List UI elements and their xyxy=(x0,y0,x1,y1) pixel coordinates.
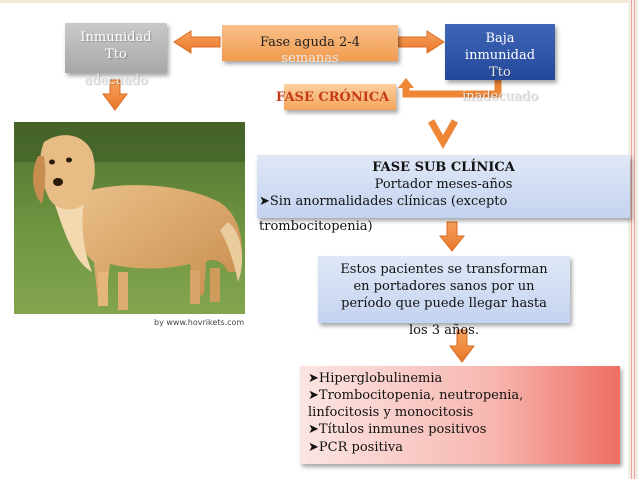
subclinica-line2: Portador meses-años xyxy=(374,177,513,193)
subclinica-bullet: Sin anormalidades clínicas (excepto xyxy=(269,194,508,210)
baja-line3: Tto xyxy=(489,65,511,81)
portadores-box: Estos pacientes se transforman en portad… xyxy=(318,256,570,323)
signos-item-3-text: Títulos inmunes positivos xyxy=(318,422,487,438)
arrow-subclinica-down xyxy=(438,221,466,252)
subclinica-overflow: trombocitopenia) xyxy=(259,218,459,236)
subclinica-title: FASE SUB CLÍNICA xyxy=(372,160,515,175)
arrow-baja-to-cronica xyxy=(402,72,502,98)
signos-item-2-cont: linfocitosis y monocitosis xyxy=(308,405,474,421)
photo-credit: by www.hovrikets.com xyxy=(154,318,245,327)
portadores-overflow: los 3 años. xyxy=(318,322,570,340)
subclinica-bullet-row: ➤Sin anormalidades clínicas (excepto xyxy=(257,193,630,210)
baja-overflow: inadecuado xyxy=(445,88,555,106)
arrowhead-bullet-icon: ➤ xyxy=(308,439,319,455)
inmunidad-box: Inmunidad Tto xyxy=(65,23,167,73)
slide-right-edge xyxy=(628,0,638,479)
signos-item-2: ➤Trombocitopenia, neutropenia, xyxy=(308,387,614,404)
dog-image xyxy=(14,122,245,332)
fase-subclinica-box: FASE SUB CLÍNICA Portador meses-años ➤Si… xyxy=(257,155,630,218)
golden-retriever-photo: by www.hovrikets.com xyxy=(14,122,245,332)
fase-cronica-label: FASE CRÓNICA xyxy=(276,89,389,106)
arrowhead-bullet-icon: ➤ xyxy=(259,194,270,210)
arrowhead-bullet-icon: ➤ xyxy=(308,388,319,404)
arrow-to-baja xyxy=(397,30,445,54)
portadores-line2: en portadores sanos por un xyxy=(353,279,535,295)
signos-item-1-text: Hiperglobulinemia xyxy=(318,371,443,386)
fase-aguda-line1: Fase aguda 2-4 xyxy=(260,35,360,50)
portadores-line3: período que puede llegar hasta xyxy=(341,296,547,312)
portadores-line4: los 3 años. xyxy=(409,323,479,338)
photo-credit-bar: by www.hovrikets.com xyxy=(14,314,245,332)
inmunidad-line1: Inmunidad xyxy=(80,30,152,45)
arrow-chevron-down xyxy=(427,119,459,150)
fase-aguda-box: Fase aguda 2-4 semanas xyxy=(222,25,398,66)
signos-box: ➤Hiperglobulinemia ➤Trombocitopenia, neu… xyxy=(300,366,620,464)
inmunidad-line2: Tto xyxy=(105,47,127,63)
signos-item-4: ➤PCR positiva xyxy=(308,439,614,456)
arrow-portadores-down xyxy=(449,329,475,363)
signos-item-1: ➤Hiperglobulinemia xyxy=(308,370,614,387)
arrowhead-bullet-icon: ➤ xyxy=(308,371,319,386)
arrowhead-bullet-icon: ➤ xyxy=(308,422,319,438)
portadores-line1: Estos pacientes se transforman xyxy=(340,262,548,277)
signos-item-4-text: PCR positiva xyxy=(318,439,403,455)
signos-item-2-text: Trombocitopenia, neutropenia, xyxy=(318,388,524,404)
baja-line2: inmunidad xyxy=(464,48,536,64)
fase-cronica-box: FASE CRÓNICA xyxy=(276,84,396,110)
signos-item-3: ➤Títulos inmunes positivos xyxy=(308,421,614,438)
arrow-inmunidad-down xyxy=(102,79,128,111)
slide-top-edge xyxy=(0,0,638,3)
fase-cronica-text: FASE CRÓNICA xyxy=(276,90,390,105)
baja-inmunidad-box: Baja inmunidad Tto xyxy=(445,24,555,80)
baja-line1: Baja xyxy=(485,31,515,46)
baja-line4: inadecuado xyxy=(462,89,538,104)
inmunidad-overflow: adecuado xyxy=(65,72,167,90)
subclinica-bullet-cont: trombocitopenia) xyxy=(259,219,373,234)
arrow-to-inmunidad xyxy=(173,30,221,54)
inmunidad-line3: adecuado xyxy=(84,73,148,88)
fase-aguda-line2: semanas xyxy=(281,51,339,67)
